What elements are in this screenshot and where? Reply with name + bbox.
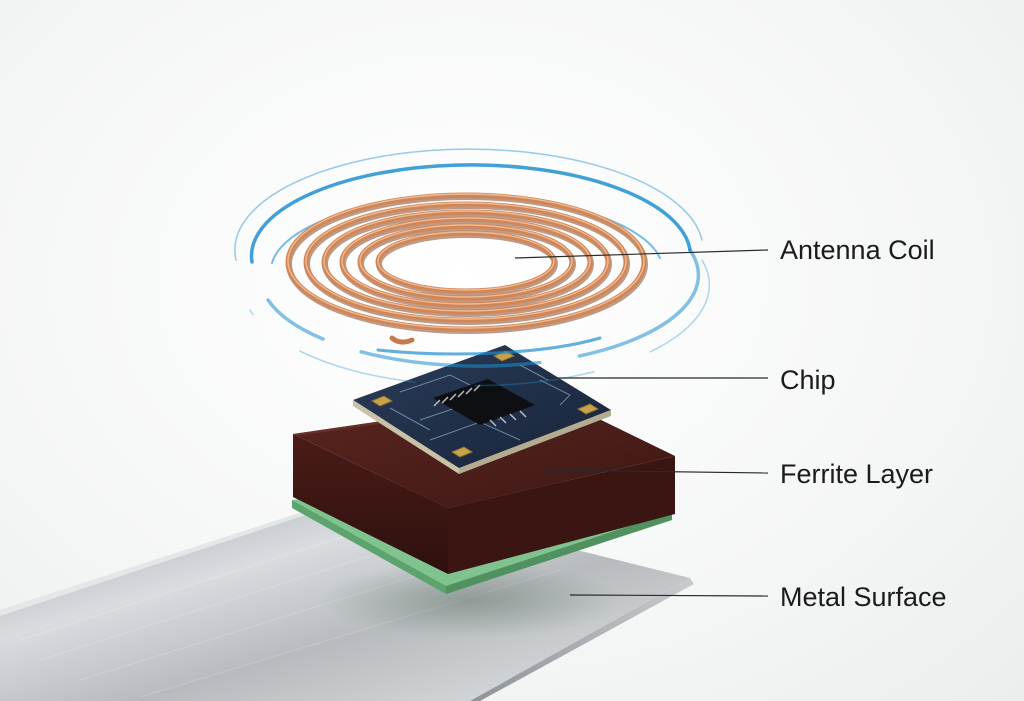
chip-module bbox=[353, 345, 611, 474]
leader-lines bbox=[514, 249, 769, 597]
chip-icon bbox=[433, 379, 535, 427]
coil-icon bbox=[285, 192, 648, 345]
leader-line-metal bbox=[569, 594, 769, 597]
label-ferrite-layer: Ferrite Layer bbox=[780, 459, 934, 489]
label-chip: Chip bbox=[780, 365, 836, 395]
leader-line-ferrite bbox=[539, 469, 769, 474]
leader-line-antenna bbox=[514, 249, 769, 259]
label-antenna-coil: Antenna Coil bbox=[780, 235, 935, 265]
label-metal-surface: Metal Surface bbox=[780, 582, 947, 612]
wave-icon bbox=[234, 148, 711, 387]
